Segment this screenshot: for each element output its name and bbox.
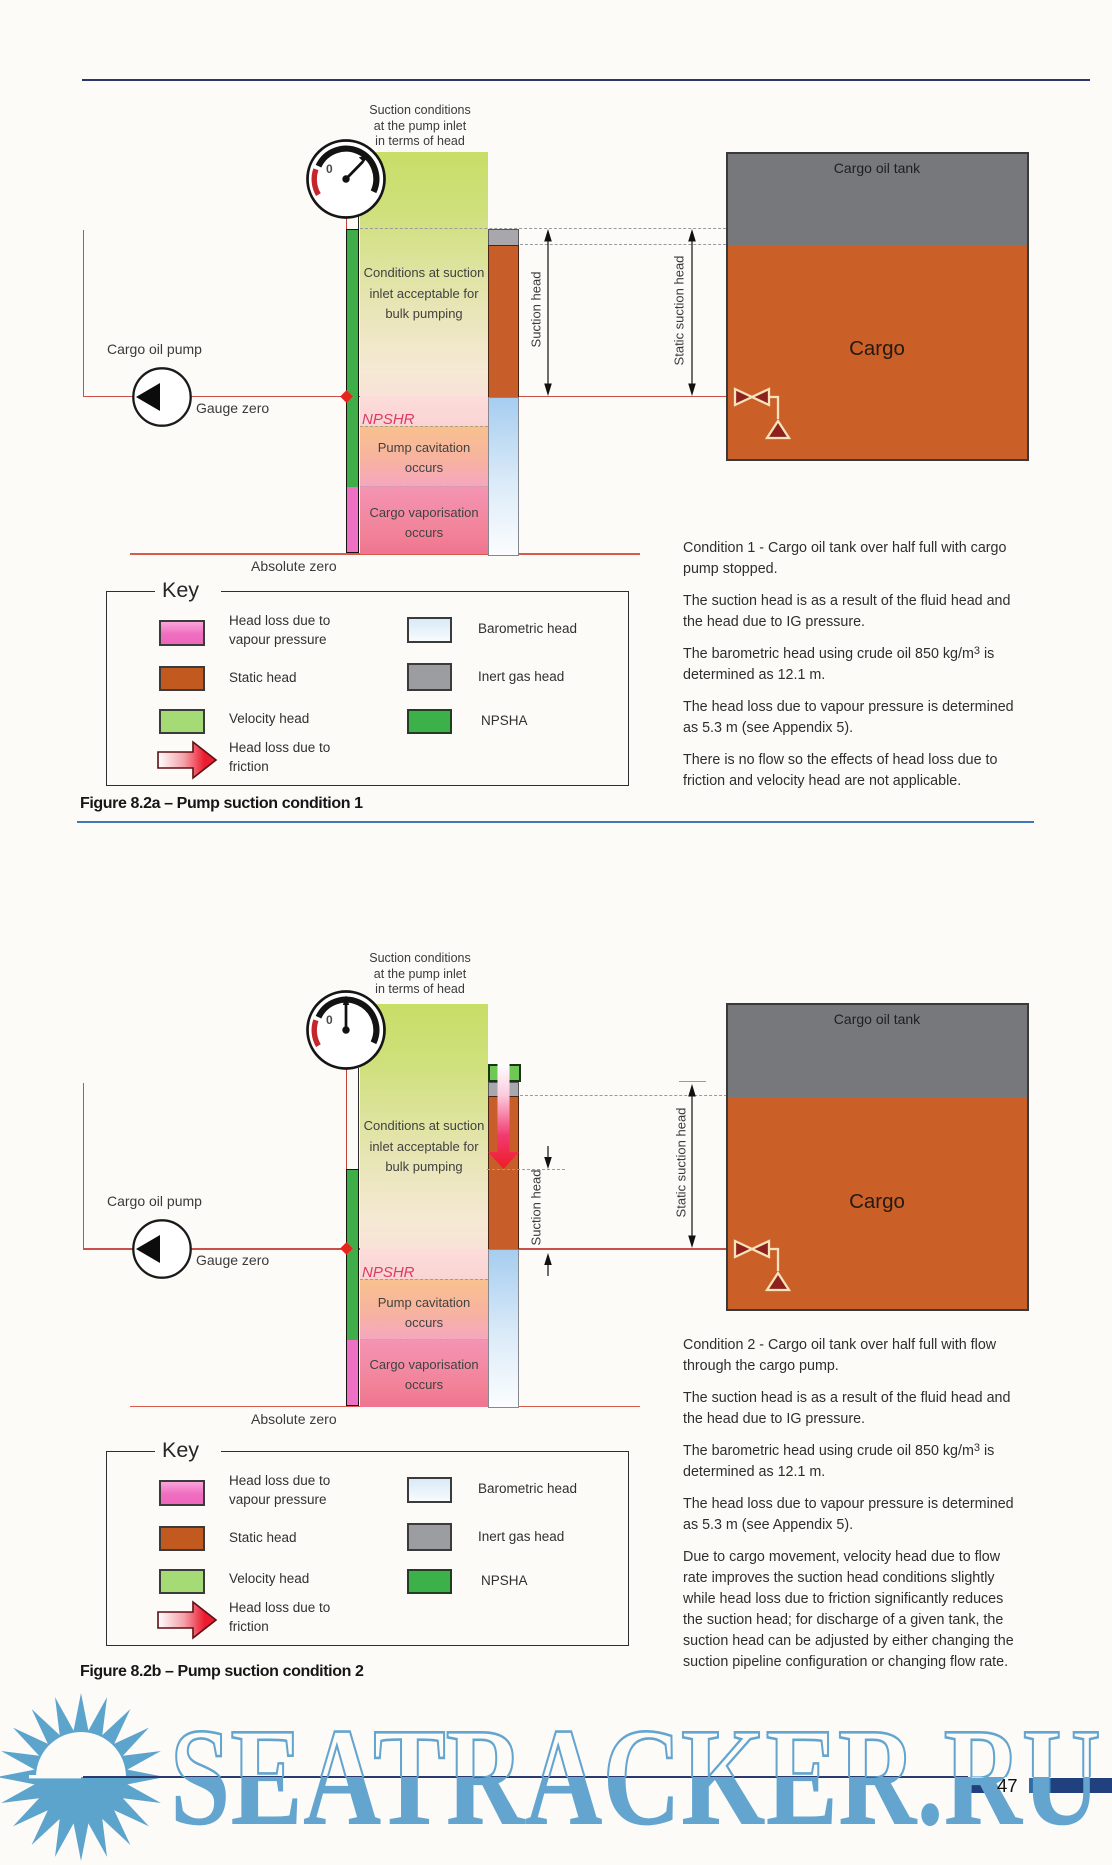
svg-text:0: 0 (326, 162, 333, 176)
svg-text:0: 0 (326, 1013, 333, 1027)
